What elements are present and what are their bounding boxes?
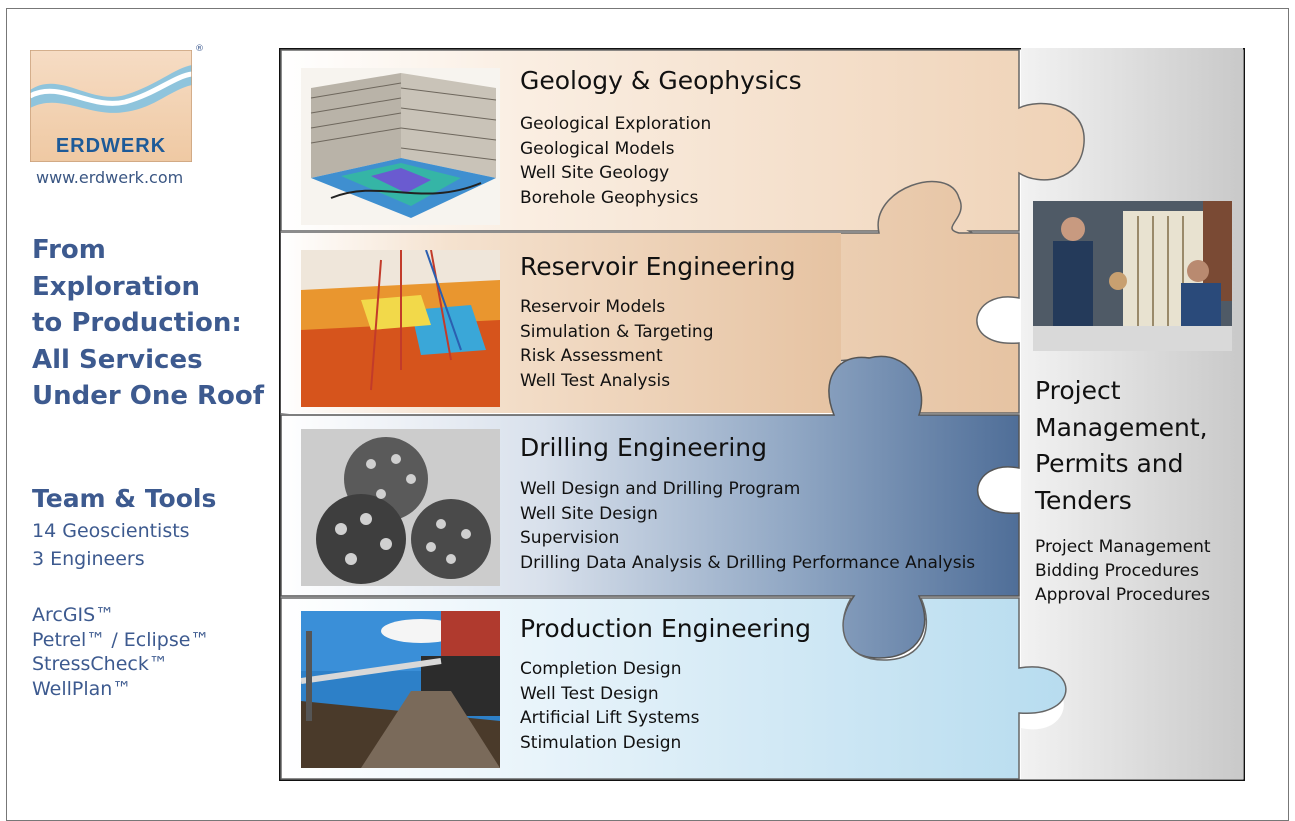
- service-item: Well Site Geology: [520, 163, 670, 183]
- headline-line: Under One Roof: [32, 381, 265, 411]
- reservoir-model-image: [301, 250, 500, 407]
- service-item: Artificial Lift Systems: [520, 708, 700, 728]
- section-title-production: Production Engineering: [520, 614, 811, 643]
- section-list-geology: Geological Exploration Geological Models…: [520, 112, 711, 210]
- service-item: Geological Exploration: [520, 114, 712, 134]
- service-item: Reservoir Models: [520, 297, 666, 317]
- section-list-drilling: Well Design and Drilling Program Well Si…: [520, 477, 975, 575]
- seismic-cube-image: [301, 68, 500, 225]
- pm-title-line: Permits and: [1035, 449, 1184, 478]
- service-item: Stimulation Design: [520, 732, 682, 753]
- headline-line: to Production:: [32, 308, 242, 338]
- project-management-title: Project Management, Permits and Tenders: [1035, 373, 1208, 519]
- tool-item: ArcGIS™: [32, 604, 115, 626]
- service-item: Well Test Design: [520, 683, 659, 704]
- tool-item: Petrel™ / Eclipse™: [32, 628, 210, 651]
- team-title: Team & Tools: [32, 484, 217, 513]
- service-item: Risk Assessment: [520, 346, 663, 366]
- pm-title-line: Management,: [1035, 412, 1208, 442]
- headline: From Exploration to Production: All Serv…: [32, 232, 277, 415]
- service-item: Supervision: [520, 528, 620, 548]
- erdwerk-logo: ERDWERK: [30, 50, 192, 162]
- service-item: Bidding Procedures: [1035, 561, 1199, 581]
- service-item: Borehole Geophysics: [520, 187, 699, 208]
- website-url[interactable]: www.erdwerk.com: [36, 168, 184, 187]
- logo-wordmark: ERDWERK: [56, 135, 166, 157]
- service-item: Completion Design: [520, 659, 682, 679]
- service-item: Drilling Data Analysis & Drilling Perfor…: [520, 552, 976, 573]
- section-title-reservoir: Reservoir Engineering: [520, 252, 796, 281]
- tool-item: StressCheck™: [32, 653, 168, 675]
- service-item: Geological Models: [520, 138, 675, 159]
- drill-bit-image: [301, 429, 500, 586]
- pm-title-line: Tenders: [1035, 485, 1132, 515]
- registered-mark: ®: [195, 44, 204, 54]
- service-item: Well Test Analysis: [520, 370, 671, 391]
- headline-line: All Services: [32, 344, 203, 375]
- pm-title-line: Project: [1035, 376, 1121, 405]
- project-management-list: Project Management Bidding Procedures Ap…: [1035, 535, 1211, 607]
- team-member: 3 Engineers: [32, 548, 145, 570]
- service-item: Simulation & Targeting: [520, 321, 714, 342]
- team-meeting-photo: [1033, 201, 1232, 351]
- tool-item: WellPlan™: [32, 677, 132, 700]
- section-list-production: Completion Design Well Test Design Artif…: [520, 657, 700, 755]
- service-item: Well Site Design: [520, 503, 658, 524]
- service-item: Approval Procedures: [1035, 585, 1211, 605]
- headline-line: From Exploration: [32, 235, 200, 302]
- team-list: 14 Geoscientists 3 Engineers: [32, 517, 190, 573]
- section-title-drilling: Drilling Engineering: [520, 433, 767, 462]
- service-item: Project Management: [1035, 537, 1211, 557]
- tools-list: ArcGIS™ Petrel™ / Eclipse™ StressCheck™ …: [32, 603, 209, 701]
- section-title-geology: Geology & Geophysics: [520, 66, 802, 95]
- service-item: Well Design and Drilling Program: [520, 479, 801, 499]
- section-list-reservoir: Reservoir Models Simulation & Targeting …: [520, 295, 714, 393]
- production-site-image: [301, 611, 500, 768]
- team-member: 14 Geoscientists: [32, 520, 190, 542]
